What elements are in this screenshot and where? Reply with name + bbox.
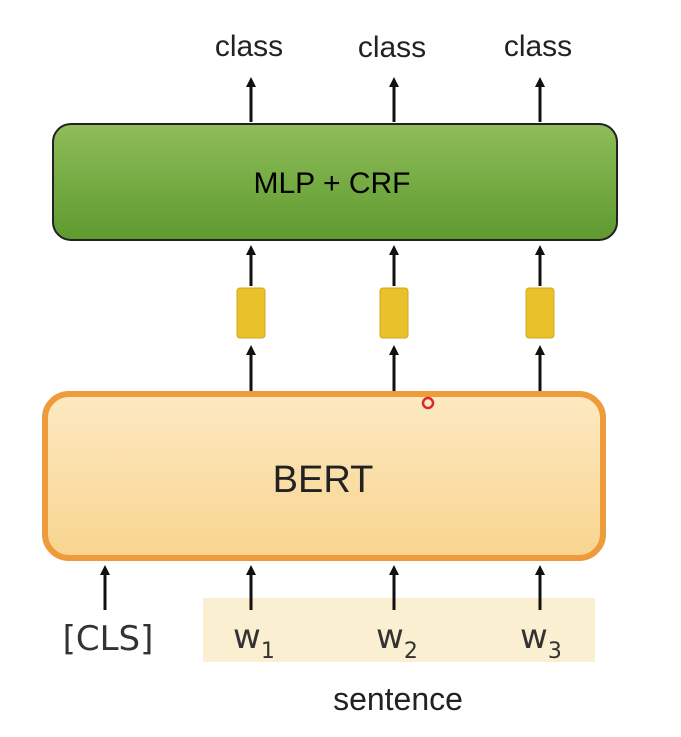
output-class-1: class [215,30,283,63]
output-class-2: class [358,31,426,64]
sentence-label: sentence [333,681,463,717]
token-w1: w1 [233,617,275,664]
token-w2-base: w [376,617,404,657]
token-w2-sub: 2 [404,639,418,664]
token-w3-sub: 3 [548,639,562,664]
embedding-vector-1 [236,287,266,339]
bert-box [42,391,606,561]
sentence-band [203,598,595,662]
cursor-marker [421,396,435,410]
mlp-crf-label: MLP + CRF [254,167,411,200]
mlp-crf-box [52,123,618,241]
token-w3-base: w [520,617,548,657]
embedding-vector-3 [525,287,555,339]
token-w2: w2 [376,617,418,664]
embedding-vector-2 [379,287,409,339]
token-cls: [CLS] [63,619,154,659]
bert-label: BERT [273,459,374,501]
token-w1-sub: 1 [261,639,275,664]
output-class-3: class [504,30,572,63]
token-w1-base: w [233,617,261,657]
token-w3: w3 [520,617,562,664]
